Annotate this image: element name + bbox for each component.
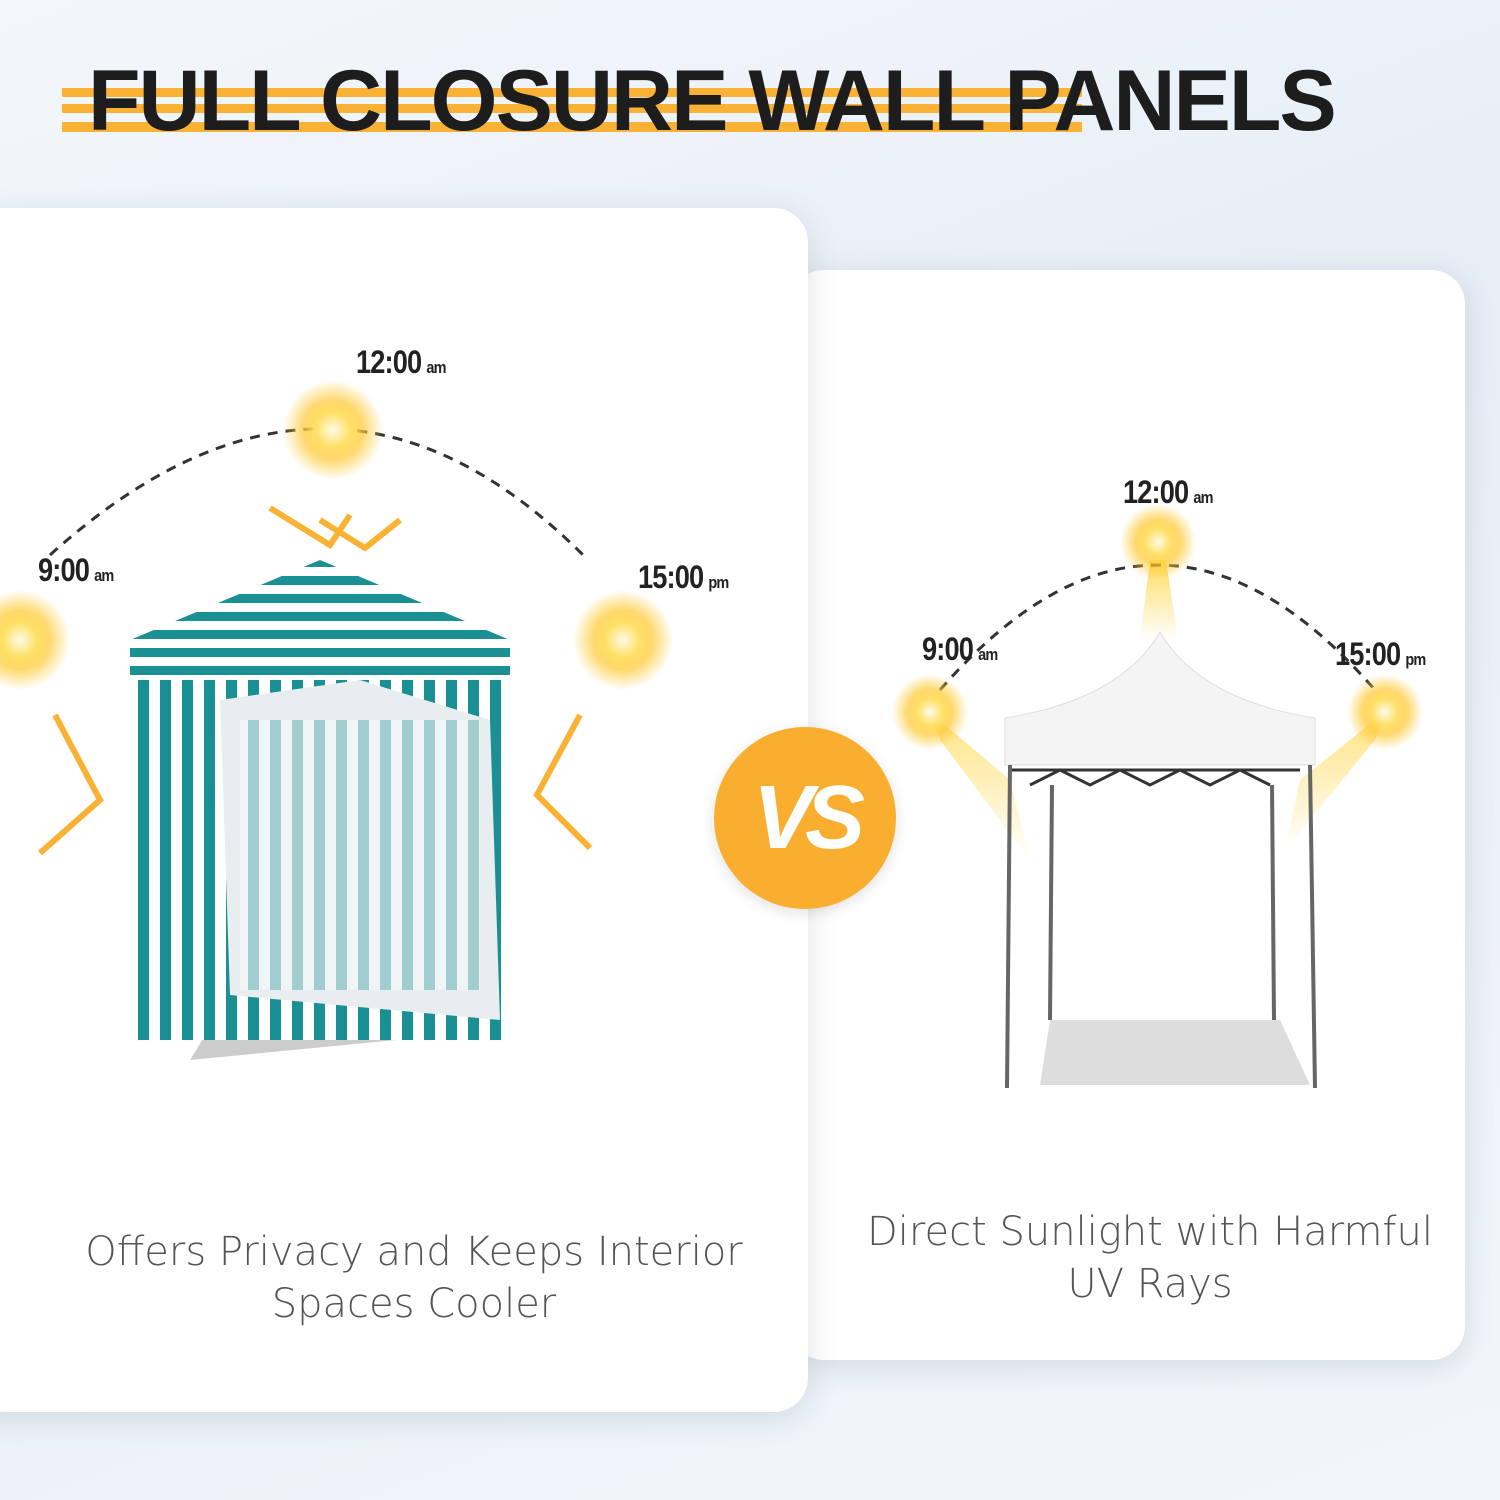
title-banner: FULL CLOSURE WALL PANELS <box>62 52 1337 152</box>
sun-icon <box>283 380 383 480</box>
title-stripe <box>62 88 1082 97</box>
title-stripe <box>62 104 1082 113</box>
vs-badge: VS <box>714 727 896 909</box>
page-title: FULL CLOSURE WALL PANELS <box>88 53 1337 149</box>
open-canopy-illustration <box>892 504 1423 1089</box>
sun-icon <box>892 674 968 750</box>
canopy-legs <box>1005 764 1317 1089</box>
canopy-top <box>1004 631 1316 766</box>
sun-icon <box>573 590 673 690</box>
sun-icon <box>0 590 70 690</box>
reflect-arrow-icon <box>38 505 593 856</box>
canopy-frame <box>1010 768 1300 787</box>
sun-icon <box>1347 674 1423 750</box>
title-stripe <box>62 122 1082 132</box>
tent-valance <box>130 640 510 680</box>
tent-roof <box>130 560 510 640</box>
canopy-shadow <box>1040 1020 1310 1085</box>
closed-tent-illustration <box>0 380 673 1060</box>
sun-icon <box>1120 504 1196 580</box>
